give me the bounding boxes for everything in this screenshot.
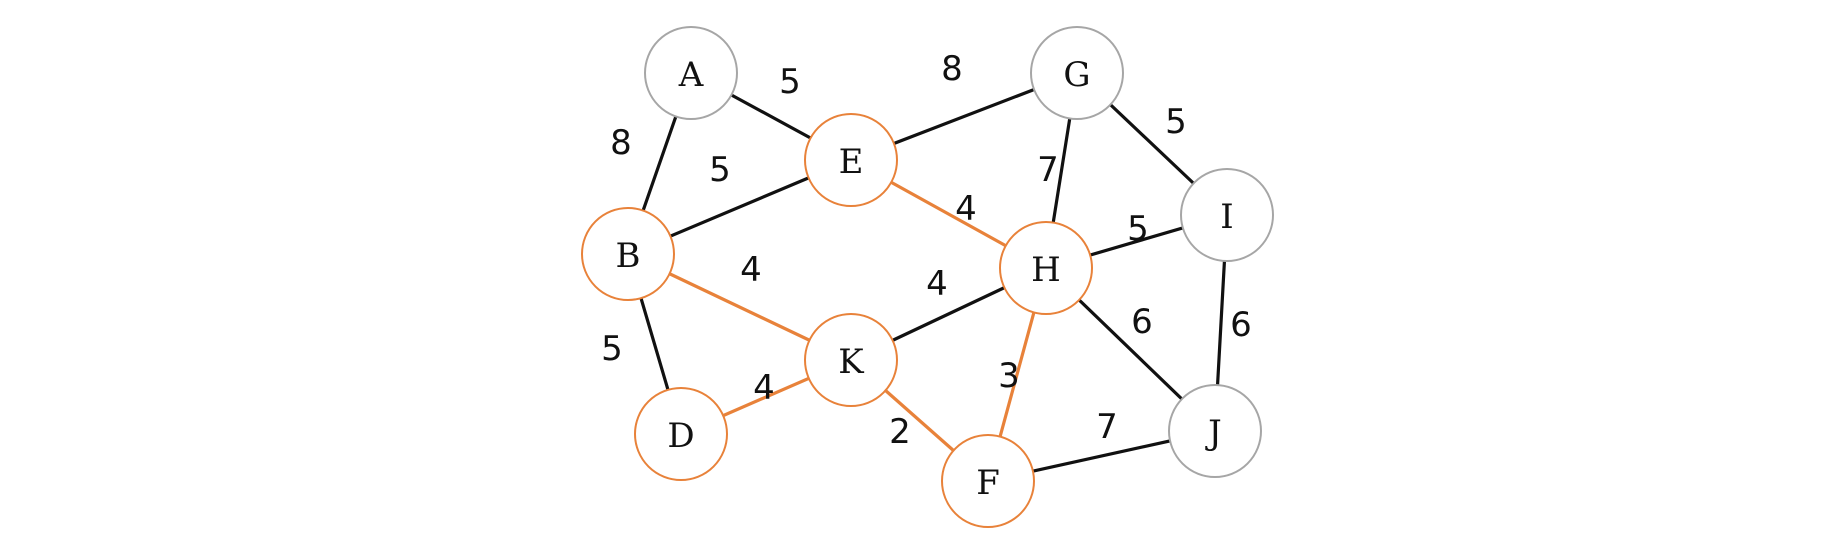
edge-weight-a-b: 8 bbox=[610, 123, 632, 163]
node-a: A bbox=[644, 26, 738, 120]
node-circle-h bbox=[999, 221, 1093, 315]
node-label-a: A bbox=[678, 55, 704, 95]
node-label-b: B bbox=[616, 236, 641, 276]
edge-weight-i-j: 6 bbox=[1230, 305, 1252, 345]
nodes-layer: A B D E F G H I J K bbox=[581, 26, 1274, 528]
node-label-d: D bbox=[667, 416, 694, 456]
node-i: I bbox=[1180, 168, 1274, 262]
edge-weight-e-h: 4 bbox=[955, 189, 977, 229]
edge-weight-h-i: 5 bbox=[1127, 209, 1149, 249]
edge-weight-h-j: 6 bbox=[1131, 302, 1153, 342]
node-circle-b bbox=[581, 207, 675, 301]
node-label-j: J bbox=[1205, 413, 1222, 453]
edge-weight-k-f: 2 bbox=[889, 412, 911, 452]
node-h: H bbox=[999, 221, 1093, 315]
node-b: B bbox=[581, 207, 675, 301]
edge-weight-a-e: 5 bbox=[779, 62, 801, 102]
node-e: E bbox=[804, 113, 898, 207]
node-circle-j bbox=[1168, 384, 1262, 478]
node-f: F bbox=[941, 434, 1035, 528]
edge-weight-k-h: 4 bbox=[926, 264, 948, 304]
node-label-e: E bbox=[839, 142, 864, 182]
node-circle-g bbox=[1030, 26, 1124, 120]
node-label-i: I bbox=[1220, 197, 1233, 237]
node-k: K bbox=[804, 313, 898, 407]
edge-weights-layer: 5 8 8 5 4 7 5 4 5 5 4 6 6 4 3 2 7 bbox=[601, 49, 1252, 452]
edge-weight-d-k: 4 bbox=[753, 368, 775, 408]
node-circle-i bbox=[1180, 168, 1274, 262]
edge-weight-g-h: 7 bbox=[1037, 150, 1059, 190]
node-circle-f bbox=[941, 434, 1035, 528]
edge-weight-e-g: 8 bbox=[941, 49, 963, 89]
node-circle-k bbox=[804, 313, 898, 407]
node-label-h: H bbox=[1031, 250, 1061, 290]
node-circle-d bbox=[634, 387, 728, 481]
edge-weight-b-d: 5 bbox=[601, 329, 623, 369]
node-label-f: F bbox=[976, 463, 1000, 503]
node-circle-e bbox=[804, 113, 898, 207]
node-g: G bbox=[1030, 26, 1124, 120]
node-label-g: G bbox=[1063, 55, 1090, 95]
edge-weight-h-f: 3 bbox=[998, 356, 1020, 396]
edge-weight-b-k: 4 bbox=[740, 250, 762, 290]
node-j: J bbox=[1168, 384, 1262, 478]
edge-weight-g-i: 5 bbox=[1165, 102, 1187, 142]
edge-weight-b-e: 5 bbox=[709, 150, 731, 190]
node-circle-a bbox=[644, 26, 738, 120]
node-d: D bbox=[634, 387, 728, 481]
edge-weight-f-j: 7 bbox=[1096, 407, 1118, 447]
node-label-k: K bbox=[838, 342, 864, 382]
